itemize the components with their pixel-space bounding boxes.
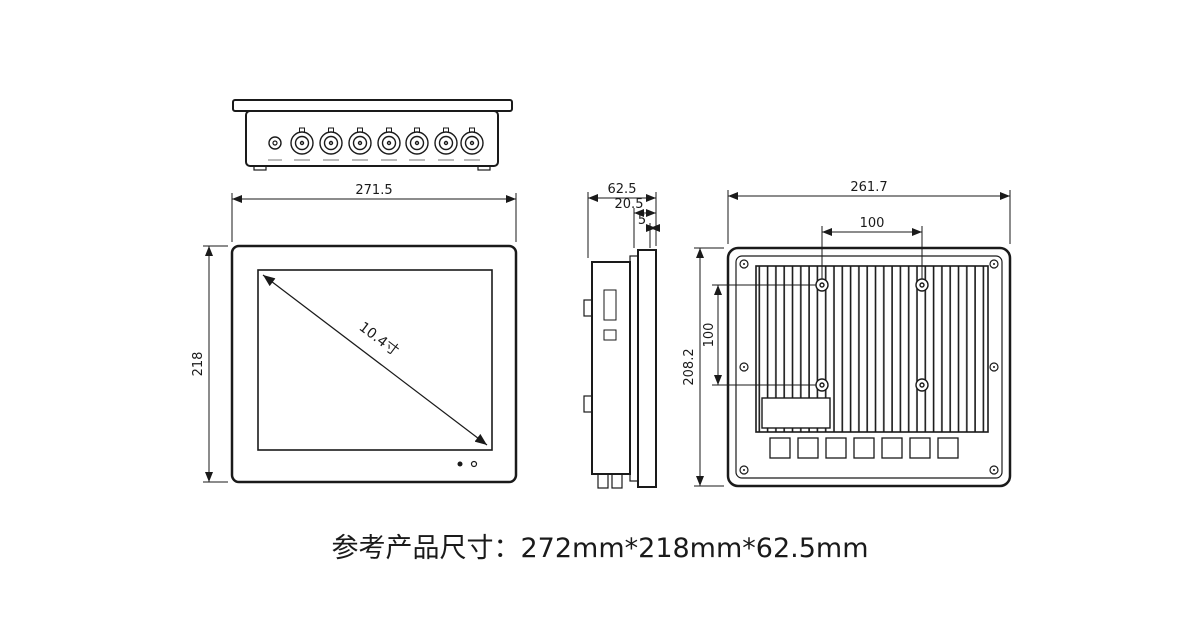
power-connector: [268, 136, 282, 161]
connector-cutout: [797, 437, 819, 459]
front-width-dimension: [231, 193, 517, 242]
connector-cutout: [937, 437, 959, 459]
connector-cutout: [909, 437, 931, 459]
side-rear-chassis: [591, 261, 631, 475]
connector-icon: [377, 127, 401, 161]
indicator-led: [457, 461, 463, 467]
front-height-dimension: [203, 245, 228, 483]
reference-size-caption: 参考产品尺寸：272mm*218mm*62.5mm: [332, 533, 869, 564]
screen-diagonal-line: [262, 274, 488, 446]
top-view-bezel-edge: [232, 99, 513, 112]
vesa-vertical-dimension: [712, 284, 816, 386]
vesa-hole: [915, 378, 929, 392]
side-depth-label: 62.5: [608, 182, 637, 197]
connector-icon: [405, 127, 429, 161]
rear-inner-outline: [735, 255, 1003, 479]
connector-icon: [290, 127, 314, 161]
connector-cutout: [825, 437, 847, 459]
io-connectors: [290, 127, 484, 161]
vesa-hole: [815, 278, 829, 292]
front-screen: [257, 269, 493, 451]
vesa-horizontal-dimension: [821, 226, 923, 279]
connector-icon: [460, 127, 484, 161]
side-detail-small: [603, 329, 617, 341]
side-mount-tab-top: [583, 299, 593, 317]
side-lip-label: 5: [638, 213, 646, 228]
side-lip-dimension: [646, 223, 660, 248]
top-view-foot-left: [253, 165, 267, 171]
front-bezel: [230, 244, 518, 484]
vesa-hole: [815, 378, 829, 392]
vesa-hole: [915, 278, 929, 292]
rear-height-label: 208.2: [682, 348, 697, 385]
screen-diagonal-label: 10.4寸: [356, 319, 402, 359]
rear-screws: [739, 259, 999, 475]
side-mount-ring: [629, 255, 639, 482]
side-connector-stub: [597, 473, 609, 489]
connector-icon: [348, 127, 372, 161]
rear-housing: [726, 246, 1012, 488]
light-sensor-dot: [470, 460, 478, 468]
screw-icon: [989, 362, 999, 372]
side-mount-tab-bottom: [583, 395, 593, 413]
screw-icon: [739, 465, 749, 475]
serial-label-plate: [761, 397, 831, 429]
top-view-body: [245, 110, 499, 167]
side-bezel-label: 20.5: [615, 197, 644, 212]
rear-width-label: 261.7: [850, 180, 887, 195]
connector-icon: [434, 127, 458, 161]
rear-bottom-connectors: [769, 437, 959, 459]
front-width-label: 271.5: [355, 183, 392, 198]
top-view: [232, 99, 513, 171]
side-connector-stub: [611, 473, 623, 489]
side-vent-detail: [603, 289, 617, 321]
side-depth-dimension: [587, 192, 657, 258]
screw-icon: [739, 362, 749, 372]
connector-cutout: [769, 437, 791, 459]
rear-view: [726, 246, 1012, 488]
screw-icon: [989, 259, 999, 269]
rear-height-dimension: [694, 247, 724, 487]
front-height-label: 218: [191, 352, 206, 377]
vesa-horizontal-label: 100: [860, 216, 885, 231]
rear-width-dimension: [727, 190, 1011, 244]
screw-icon: [989, 465, 999, 475]
vesa-vertical-label: 100: [702, 323, 717, 348]
side-front-bezel: [637, 249, 657, 488]
top-view-foot-right: [477, 165, 491, 171]
front-view: [230, 244, 518, 484]
side-bezel-dimension: [633, 208, 656, 248]
side-view: [583, 249, 657, 489]
connector-cutout: [853, 437, 875, 459]
connector-icon: [319, 127, 343, 161]
screw-icon: [739, 259, 749, 269]
connector-cutout: [881, 437, 903, 459]
